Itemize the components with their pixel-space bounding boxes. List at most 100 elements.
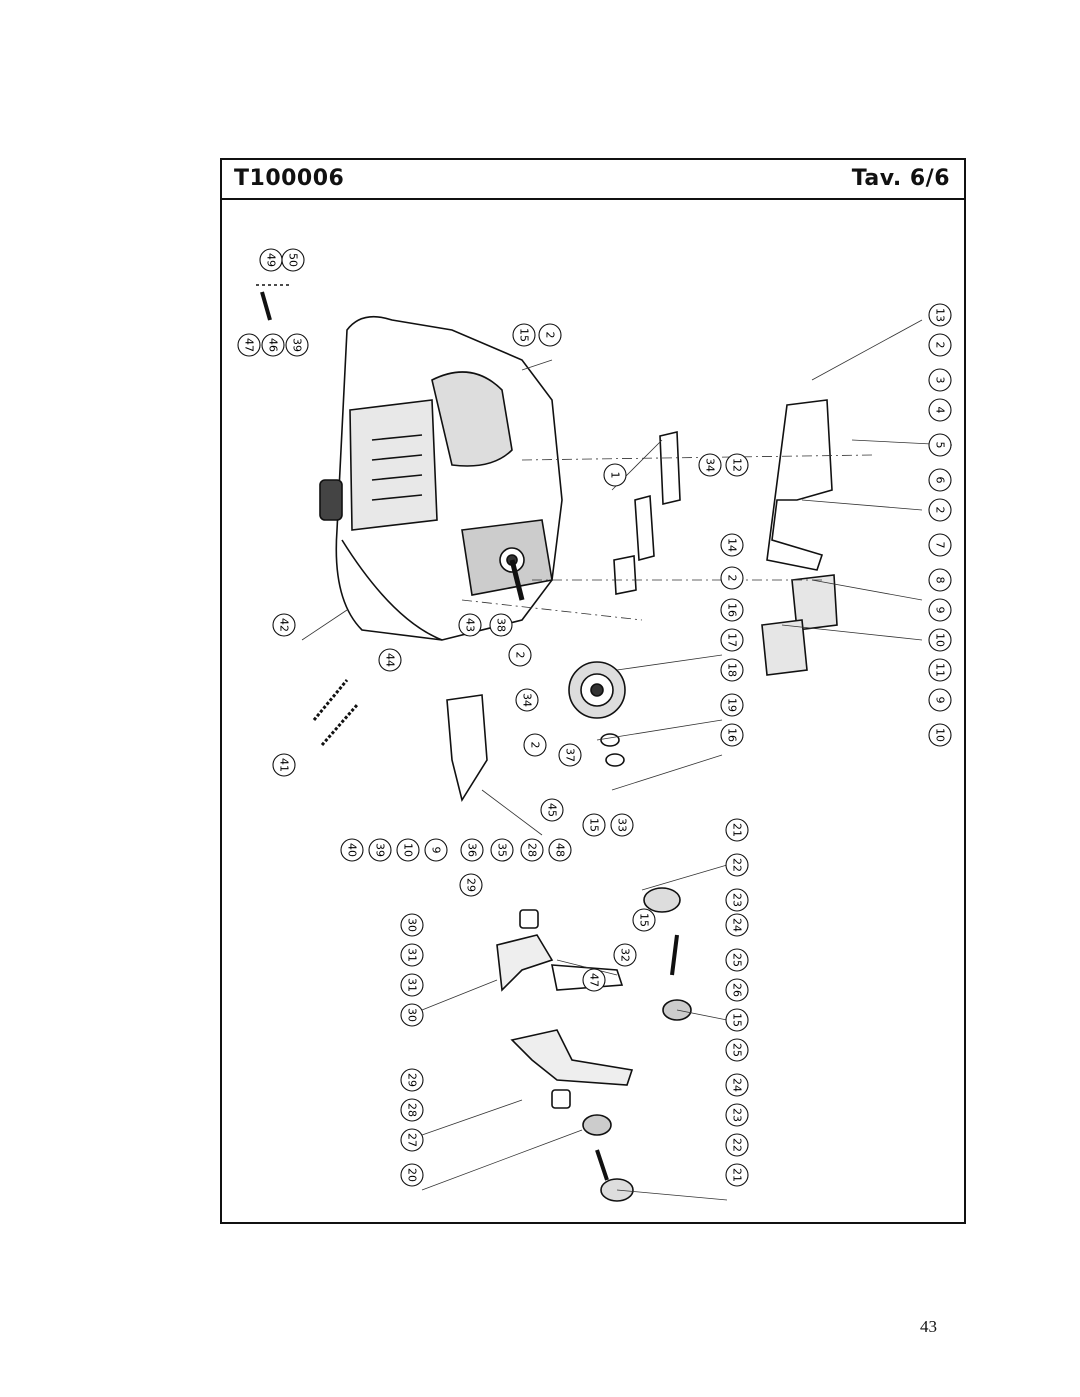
callout-c22a: 22	[725, 853, 749, 877]
tensioner-arms	[496, 887, 692, 1202]
callout-number: 17	[726, 633, 739, 647]
callout-c27: 27	[400, 1128, 424, 1152]
callout-c20: 20	[400, 1163, 424, 1187]
callout-circle	[400, 1163, 424, 1187]
callout-circle	[725, 1163, 749, 1187]
callout-circle	[928, 333, 952, 357]
callout-c25b: 25	[725, 1038, 749, 1062]
callout-c14: 14	[720, 533, 744, 557]
callout-c30b: 30	[400, 1003, 424, 1027]
callout-circle	[725, 1008, 749, 1032]
callout-circle	[490, 838, 514, 862]
callout-c21b: 21	[725, 1163, 749, 1187]
callout-number: 30	[406, 918, 419, 932]
callout-number: 1	[609, 472, 622, 479]
callout-number: 29	[406, 1073, 419, 1087]
callout-number: 31	[406, 948, 419, 962]
callout-c37: 37	[558, 743, 582, 767]
callout-circle	[512, 323, 536, 347]
callout-c49: 49	[259, 248, 283, 272]
callout-number: 11	[934, 663, 947, 677]
callout-c38: 38	[489, 613, 513, 637]
callout-circle	[928, 303, 952, 327]
callout-c39a: 39	[285, 333, 309, 357]
callout-c2d: 2	[720, 566, 744, 590]
callout-circle	[400, 1068, 424, 1092]
callout-circle	[725, 1103, 749, 1127]
callout-circle	[720, 658, 744, 682]
callout-number: 5	[934, 442, 947, 449]
callout-number: 10	[934, 728, 947, 742]
callout-c47a: 47	[237, 333, 261, 357]
callout-circle	[725, 453, 749, 477]
callout-c10c: 10	[396, 838, 420, 862]
callout-c21a: 21	[725, 818, 749, 842]
callout-c8: 8	[928, 568, 952, 592]
callout-circle	[281, 248, 305, 272]
callout-circle	[400, 913, 424, 937]
callout-c11: 11	[928, 658, 952, 682]
callout-c2f: 2	[523, 733, 547, 757]
brackets-and-plates	[446, 399, 838, 803]
callout-circle	[540, 798, 564, 822]
page-number: 43	[920, 1317, 937, 1336]
callout-number: 9	[934, 697, 947, 704]
callout-circle	[489, 613, 513, 637]
callout-c2a: 2	[538, 323, 562, 347]
callout-number: 31	[406, 978, 419, 992]
callout-c31a: 31	[400, 943, 424, 967]
callout-circle	[725, 818, 749, 842]
callout-number: 2	[934, 342, 947, 349]
callout-circle	[400, 943, 424, 967]
callout-c36: 36	[460, 838, 484, 862]
callout-circle	[928, 723, 952, 747]
callout-number: 2	[529, 742, 542, 749]
callout-c29a: 29	[459, 873, 483, 897]
callout-number: 39	[291, 338, 304, 352]
callout-circle	[400, 1098, 424, 1122]
callout-circle	[720, 628, 744, 652]
callout-circle	[340, 838, 364, 862]
callout-number: 44	[384, 653, 397, 667]
callout-circle	[928, 368, 952, 392]
callout-number: 8	[934, 577, 947, 584]
callout-c45: 45	[540, 798, 564, 822]
callout-c25a: 25	[725, 948, 749, 972]
callout-c10a: 10	[928, 628, 952, 652]
callout-c24b: 24	[725, 1073, 749, 1097]
drawing-code: T100006	[234, 166, 345, 191]
callout-c48: 48	[548, 838, 572, 862]
callout-c4: 4	[928, 398, 952, 422]
callout-number: 16	[726, 603, 739, 617]
callout-circle	[720, 598, 744, 622]
springs	[312, 679, 359, 746]
callout-circle	[460, 838, 484, 862]
callout-number: 15	[588, 818, 601, 832]
callout-circle	[725, 948, 749, 972]
callout-number: 49	[265, 253, 278, 267]
callout-circle	[515, 688, 539, 712]
callout-circle	[237, 333, 261, 357]
callout-circle	[400, 973, 424, 997]
callout-circle	[424, 838, 448, 862]
callout-circle	[928, 598, 952, 622]
callout-number: 10	[934, 633, 947, 647]
callout-c46: 46	[261, 333, 285, 357]
callout-c16b: 16	[720, 723, 744, 747]
callout-c23a: 23	[725, 888, 749, 912]
callout-number: 36	[466, 843, 479, 857]
callout-circle	[285, 333, 309, 357]
callout-c42: 42	[272, 613, 296, 637]
callout-c35: 35	[490, 838, 514, 862]
callout-c18: 18	[720, 658, 744, 682]
callout-c2e: 2	[508, 643, 532, 667]
callout-circle	[520, 838, 544, 862]
callout-c29b: 29	[400, 1068, 424, 1092]
callout-number: 14	[726, 538, 739, 552]
callout-c15d: 15	[632, 908, 656, 932]
callout-number: 34	[521, 693, 534, 707]
callout-circle	[613, 943, 637, 967]
callout-number: 25	[731, 953, 744, 967]
callout-circle	[928, 688, 952, 712]
callout-number: 19	[726, 698, 739, 712]
